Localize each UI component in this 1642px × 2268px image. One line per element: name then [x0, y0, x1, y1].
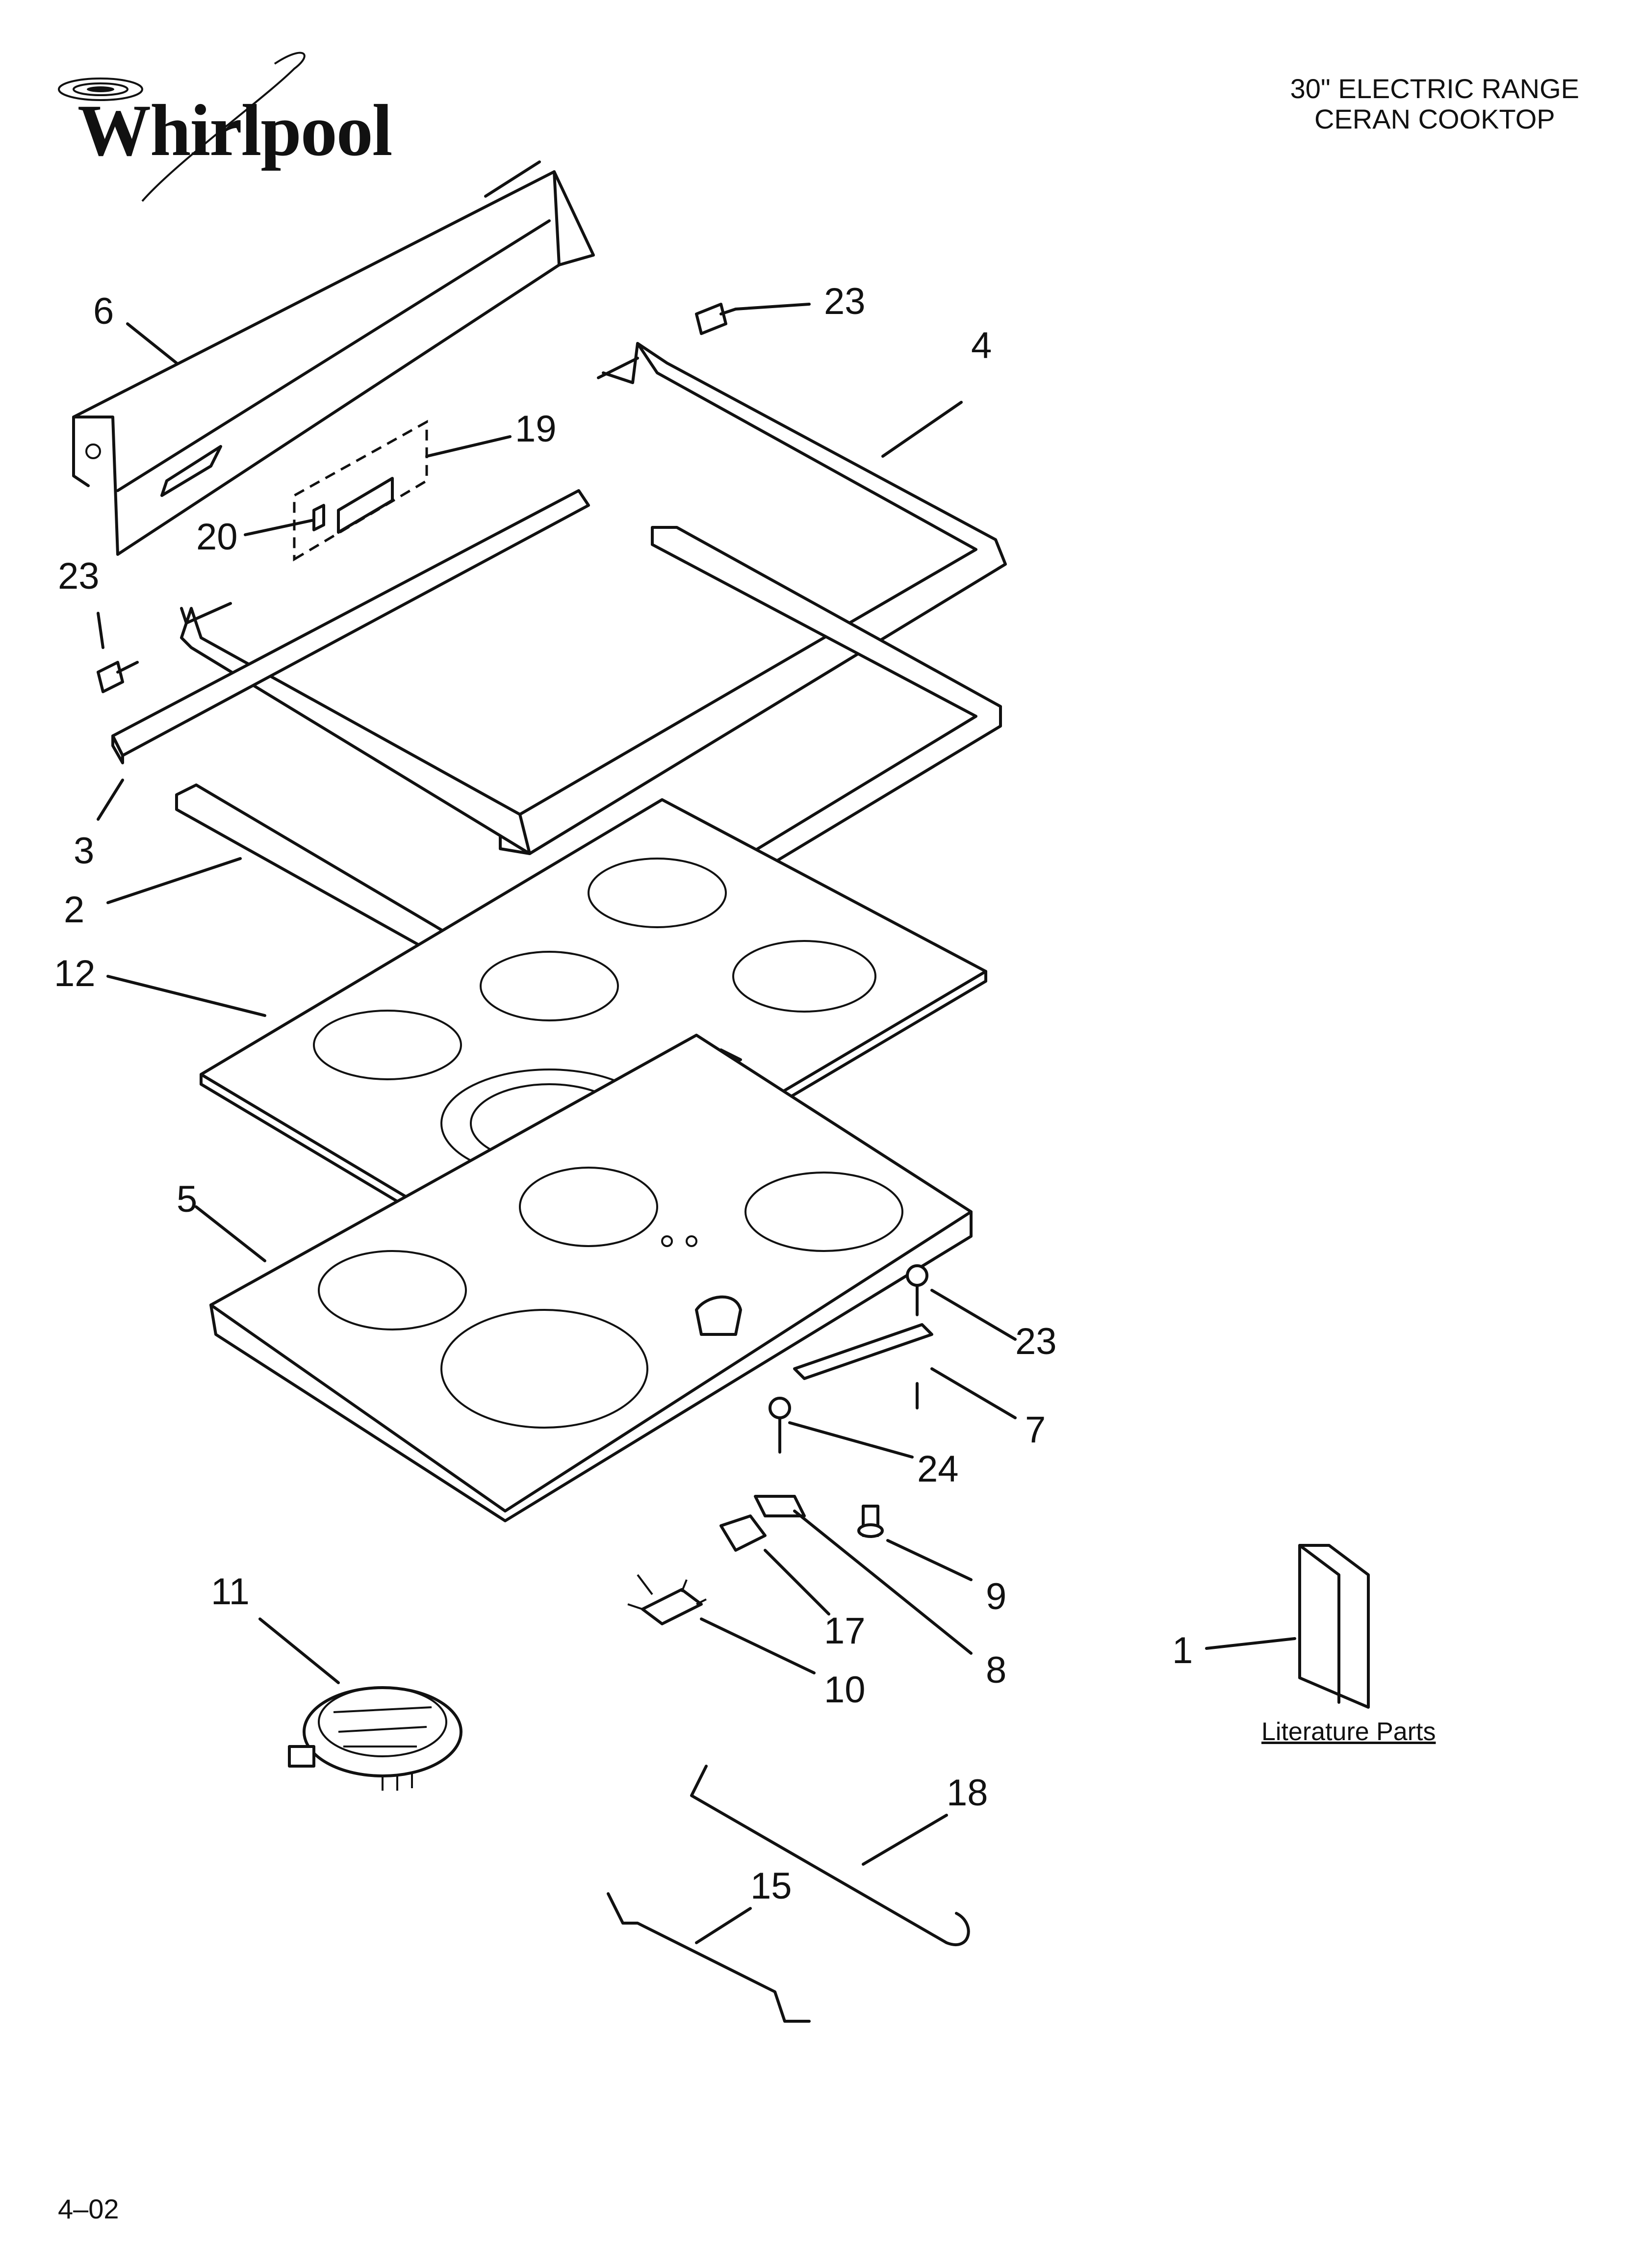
callout-19: 19: [515, 408, 557, 450]
part-5-burner-box: [209, 1034, 973, 1522]
date-code: 4–02: [58, 2193, 119, 2224]
callout-1: 1: [1172, 1630, 1193, 1671]
part-7-bracket: [793, 1323, 933, 1409]
callout-9: 9: [986, 1576, 1006, 1617]
part-8-clip: [754, 1495, 806, 1517]
callout-7: 7: [1025, 1409, 1046, 1451]
leader-lines: [97, 303, 1296, 1944]
callout-3: 3: [74, 830, 94, 872]
part-9-pin: [857, 1505, 884, 1538]
part-19-20-clip-assembly: [293, 419, 428, 562]
logo-wordmark: Whirlpool: [77, 90, 392, 171]
part-18-rod: [690, 1765, 970, 1946]
callout-10: 10: [824, 1669, 866, 1711]
literature-parts-label: Literature Parts: [1261, 1718, 1436, 1746]
callout-labels: 6 23 4 19 20 23 3 2 12 5 23 7 24 9 17 8 …: [54, 281, 1193, 1907]
callout-11: 11: [211, 1571, 250, 1613]
callout-23-left: 23: [58, 555, 100, 597]
callout-5: 5: [177, 1178, 197, 1220]
callout-12: 12: [54, 953, 96, 994]
screw-23-left: [97, 661, 139, 693]
callout-23-top: 23: [824, 281, 866, 322]
page-title: 30" ELECTRIC RANGE CERAN COOKTOP: [1290, 74, 1579, 134]
part-3-front-trim: [111, 489, 590, 855]
part-11-radiant-element: [288, 1686, 462, 1791]
part-6-vent-bracket: [72, 160, 595, 556]
callout-23-right: 23: [1015, 1321, 1057, 1362]
callout-20: 20: [196, 516, 238, 558]
callout-4: 4: [971, 325, 992, 366]
screw-24: [769, 1397, 791, 1454]
screw-23-top: [695, 303, 737, 335]
callout-2: 2: [64, 889, 84, 931]
screw-23-right: [906, 1264, 928, 1316]
part-10-switch: [627, 1574, 707, 1625]
part-17-clip: [719, 1514, 767, 1552]
title-line-1: 30" ELECTRIC RANGE: [1290, 73, 1579, 104]
callout-17: 17: [824, 1610, 866, 1652]
part-1-literature: [1298, 1544, 1370, 1709]
title-line-2: CERAN COOKTOP: [1314, 104, 1555, 134]
callout-15: 15: [750, 1865, 792, 1907]
callout-24: 24: [917, 1448, 959, 1490]
callout-6: 6: [93, 290, 114, 332]
part-15-rod: [607, 1892, 811, 2023]
callout-8: 8: [986, 1649, 1006, 1691]
callout-18: 18: [947, 1772, 988, 1814]
